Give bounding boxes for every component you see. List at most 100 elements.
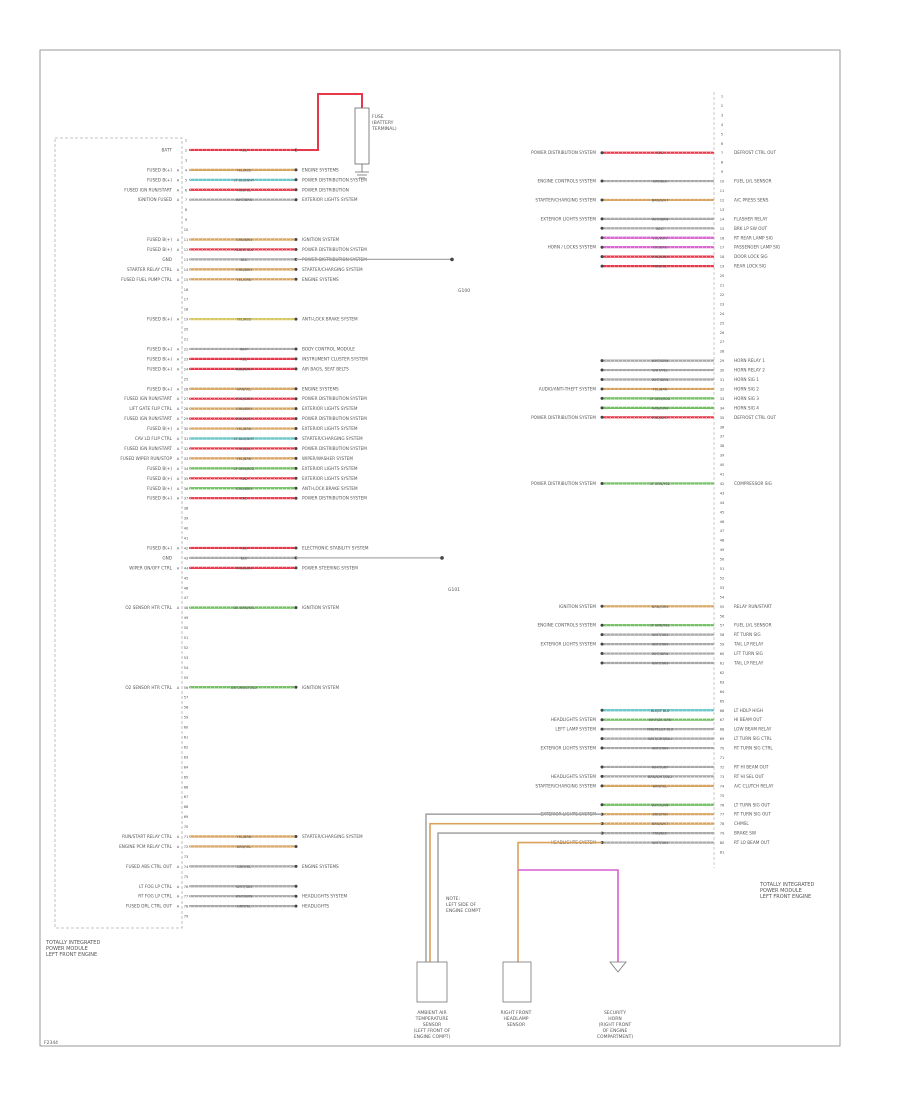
left-wire-terminal (294, 188, 298, 192)
left-wire-circuit: BRN/YEL (237, 845, 252, 849)
right-pin-system: EXTERIOR LIGHTS SYSTEM (540, 216, 596, 221)
splice-note-line-1: NOTE: (446, 896, 460, 902)
left-pin-number: 28 (184, 407, 189, 411)
left-pin-row-20: 20 (184, 328, 189, 332)
right-wire-terminal (600, 151, 604, 155)
right-wire-circuit: VIO/WHT (652, 236, 668, 240)
left-pin-number: 66 (184, 785, 189, 789)
right-pin-label: RT TURN SIG OUT (734, 812, 771, 817)
right-wire-circuit: WHT/TAN (652, 747, 668, 751)
right-pin-label: HORN RELAY 1 (734, 358, 765, 363)
right-pin-number: 24 (720, 312, 725, 316)
right-pin-number: 55 (720, 605, 725, 609)
right-pin-row-8: 8 (721, 161, 724, 165)
left-pin-label: FUSED B(+) (147, 386, 172, 391)
right-pin-label: RT LO BEAM OUT (734, 840, 770, 845)
left-module-outline (54, 137, 183, 929)
left-pin-system: ANTI-LOCK BRAKE SYSTEM (302, 317, 358, 322)
left-pin-code: A (177, 905, 180, 909)
left-pin-label: IGNITION FUSED (138, 197, 172, 202)
left-pin-label: FUSED B(+) (147, 247, 172, 252)
fuse-ground-symbol (355, 171, 369, 179)
right-wire-circuit: WHT/GRY (652, 765, 669, 769)
right-pin-label: FUEL LVL SENSOR (734, 179, 772, 184)
right-pin-number: 12 (720, 198, 725, 202)
left-wire-circuit: RED/WHT (236, 367, 253, 371)
left-pin-number: 17 (184, 298, 189, 302)
right-pin-label: RT TURN SIG CTRL (734, 746, 773, 751)
left-pin-system: EXTERIOR LIGHTS SYSTEM (302, 406, 358, 411)
right-wire-terminal (600, 642, 604, 646)
right-wire-circuit: WHT/GRN (652, 803, 669, 807)
left-wire-terminal (294, 466, 298, 470)
left-pin-system: POWER DISTRIBUTION (302, 187, 349, 192)
right-pin-number: 22 (720, 293, 725, 297)
left-pin-code: A (177, 457, 180, 461)
left-pin-label: FUSED B(+) (147, 476, 172, 481)
right-wire-terminal (600, 245, 604, 249)
right-wire-terminal (600, 359, 604, 363)
left-pin-system: STARTER/CHARGING SYSTEM (302, 267, 363, 272)
left-pin-label: RT FOG LP CTRL (138, 894, 172, 899)
bottom-device-headlamp-sensor: RIGHT FRONT HEADLAMP SENSOR (501, 1010, 532, 1028)
left-pin-number: 59 (184, 716, 189, 720)
left-pin-number: 8 (185, 208, 188, 212)
left-pin-number: 70 (184, 825, 189, 829)
left-wire-circuit: YEL/RED (237, 168, 252, 172)
left-pin-number: 55 (184, 676, 189, 680)
right-pin-label: REAR LOCK SIG (734, 264, 766, 269)
left-pin-label: RUN/START RELAY CTRL (122, 834, 173, 839)
left-pin-number: 29 (184, 417, 189, 421)
left-pin-code: A (177, 347, 180, 351)
left-pin-row-38: 38 (184, 507, 189, 511)
right-pin-number: 80 (720, 841, 725, 845)
left-pin-code: A (177, 885, 180, 889)
right-pin-label: FUEL LVL SENSOR (734, 623, 772, 628)
right-pin-label: LOW BEAM RELAY (734, 727, 772, 732)
left-pin-label: LT FOG LP CTRL (139, 884, 173, 889)
left-pin-number: 32 (184, 447, 189, 451)
left-pin-label: FUSED B(+) (147, 237, 172, 242)
left-pin-system: IGNITION SYSTEM (302, 237, 339, 242)
left-pin-number: 69 (184, 815, 189, 819)
right-pin-label: DEFROST CTRL OUT (734, 415, 776, 420)
left-pin-number: 48 (184, 606, 189, 610)
right-wire-terminal (600, 727, 604, 731)
right-pin-row-37: 37 (720, 435, 725, 439)
right-pin-number: 14 (720, 217, 725, 221)
left-pin-row-79: 79 (184, 915, 189, 919)
left-pin-number: 31 (184, 437, 189, 441)
right-pin-number: 16 (720, 236, 725, 240)
left-wire-circuit: RED (240, 357, 247, 361)
left-wire-circuit: ORN/YEL (237, 387, 252, 391)
right-pin-system: POWER DISTRIBUTION SYSTEM (531, 481, 596, 486)
right-wire-terminal (600, 481, 604, 485)
right-pin-label: RELAY RUN/START (734, 604, 772, 609)
bottom-device-security-horn: SECURITY HORN (RIGHT FRONT OF ENGINE COM… (597, 1010, 633, 1040)
right-pin-number: 42 (720, 482, 725, 486)
left-pin-row-67: 67 (184, 795, 189, 799)
ambient-sensor-wire-2 (437, 832, 602, 962)
right-pin-label: RT HI BEAM OUT (734, 764, 769, 769)
right-pin-row-40: 40 (720, 463, 725, 467)
right-pin-row-81: 81 (720, 851, 725, 855)
left-wire-terminal (294, 476, 298, 480)
left-pin-label: WIPER ON/OFF CTRL (129, 565, 172, 570)
left-pin-system: EXTERIOR LIGHTS SYSTEM (302, 426, 358, 431)
top-device-line-2: (BATTERY (372, 120, 394, 126)
left-pin-number: 14 (184, 268, 189, 272)
security-horn-wire (518, 869, 619, 962)
right-pin-number: 72 (720, 765, 725, 769)
right-pin-number: 17 (720, 246, 725, 250)
right-pin-number: 73 (720, 775, 725, 779)
left-pin-row-55: 55 (184, 676, 189, 680)
